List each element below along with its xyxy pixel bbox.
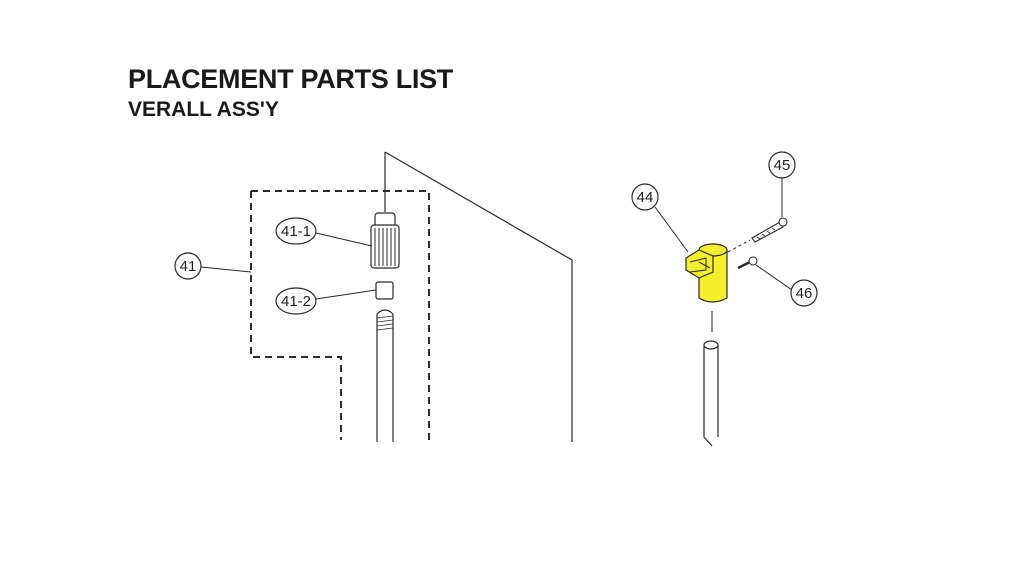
threaded-rod	[376, 309, 394, 442]
leader-44	[654, 206, 689, 253]
callout-46: 46	[790, 279, 818, 307]
callout-44-label: 44	[637, 189, 654, 206]
part-41-1-knurled-cap	[370, 212, 400, 269]
assembly-41-boundary	[250, 190, 430, 440]
part-41-2-sleeve	[375, 281, 394, 300]
leader-41	[200, 266, 252, 273]
alignment-line-45	[727, 239, 751, 253]
leader-46	[755, 264, 793, 291]
part-45-screw	[751, 217, 788, 243]
callout-41-1: 41-1	[275, 217, 317, 245]
frame-line	[384, 151, 573, 442]
leader-41-1	[315, 232, 373, 247]
callout-41-2: 41-2	[275, 287, 317, 315]
part-44-clamp-block	[685, 243, 728, 303]
callout-41: 41	[174, 252, 202, 280]
page-title: PLACEMENT PARTS LIST	[128, 64, 454, 94]
callout-45: 45	[768, 151, 796, 179]
callout-44: 44	[631, 183, 659, 211]
callout-41-label: 41	[180, 258, 197, 275]
leader-41-2	[315, 289, 377, 300]
callout-46-label: 46	[796, 285, 813, 302]
tube	[703, 340, 719, 447]
part-46-small-screw	[737, 256, 758, 270]
callout-45-label: 45	[774, 157, 791, 174]
page-subtitle: VERALL ASS'Y	[128, 98, 279, 121]
callout-41-2-label: 41-2	[281, 293, 311, 310]
callout-41-1-label: 41-1	[281, 223, 311, 240]
